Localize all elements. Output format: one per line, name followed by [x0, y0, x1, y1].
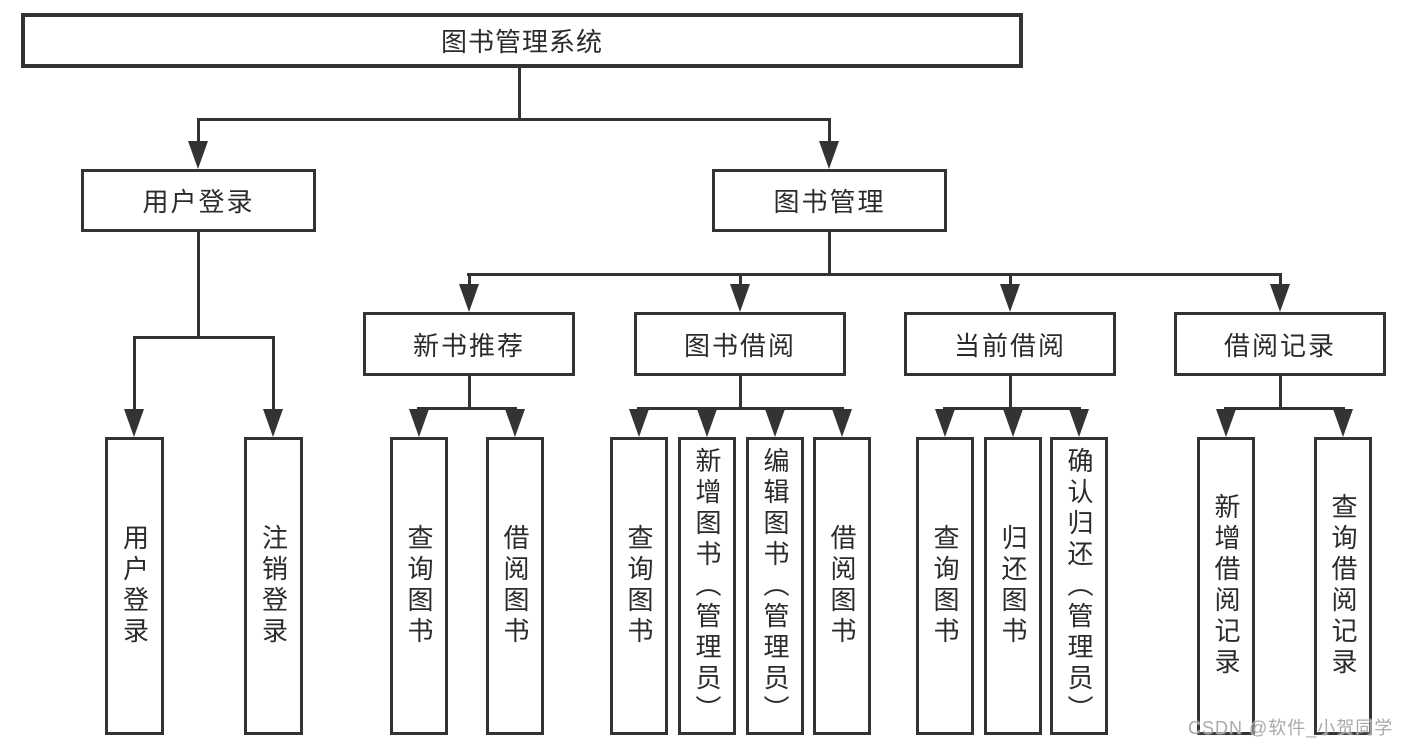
connector-line: [828, 230, 831, 276]
leaf-query-books-recommend: 查询图书: [390, 437, 448, 735]
arrow-down-icon: [1333, 409, 1353, 437]
leaf-label: 查询图书: [404, 524, 434, 648]
leaf-label: 借阅图书: [827, 524, 857, 648]
connector-line: [197, 118, 200, 146]
leaf-add-books-admin: 新增图书（管理员）: [678, 437, 736, 735]
connector-line: [417, 407, 517, 410]
node-root-library-management-system: 图书管理系统: [21, 13, 1023, 68]
node-book-management: 图书管理: [712, 169, 947, 232]
connector-line: [739, 374, 742, 410]
arrow-down-icon: [819, 141, 839, 169]
connector-line: [1279, 374, 1282, 410]
node-current-borrowing: 当前借阅: [904, 312, 1116, 376]
arrow-down-icon: [263, 409, 283, 437]
leaf-label: 编辑图书（管理员）: [760, 446, 790, 726]
connector-line: [468, 273, 471, 289]
arrow-down-icon: [1069, 409, 1089, 437]
connector-line: [467, 273, 1282, 276]
node-book-borrowing: 图书借阅: [634, 312, 846, 376]
arrow-down-icon: [1003, 409, 1023, 437]
connector-line: [637, 407, 844, 410]
connector-line: [739, 273, 742, 289]
leaf-label: 确认归还（管理员）: [1064, 446, 1094, 726]
leaf-label: 新增借阅记录: [1211, 493, 1241, 679]
leaf-label: 注销登录: [258, 524, 289, 648]
connector-line: [468, 374, 471, 410]
connector-line: [1009, 273, 1012, 289]
arrow-down-icon: [765, 409, 785, 437]
node-label: 图书管理系统: [440, 27, 603, 57]
node-user-login: 用户登录: [81, 169, 316, 232]
connector-line: [943, 407, 1081, 410]
node-label: 当前借阅: [953, 330, 1066, 361]
leaf-borrow-books-recommend: 借阅图书: [486, 437, 544, 735]
leaf-logout-login: 注销登录: [244, 437, 303, 735]
connector-line: [518, 66, 521, 121]
node-label: 图书管理: [773, 187, 886, 217]
leaf-query-books-current: 查询图书: [916, 437, 974, 735]
leaf-user-login: 用户登录: [105, 437, 164, 735]
node-label: 借阅记录: [1223, 330, 1336, 361]
leaf-label: 新增图书（管理员）: [692, 446, 722, 726]
connector-line: [1009, 374, 1012, 410]
arrow-down-icon: [1000, 284, 1020, 312]
connector-line: [133, 336, 275, 339]
connector-line: [1279, 273, 1282, 289]
connector-line: [828, 118, 831, 146]
connector-line: [197, 118, 831, 121]
leaf-label: 查询借阅记录: [1328, 493, 1358, 679]
arrow-down-icon: [1216, 409, 1236, 437]
leaf-label: 归还图书: [998, 524, 1028, 648]
leaf-return-books: 归还图书: [984, 437, 1042, 735]
node-new-book-recommendation: 新书推荐: [363, 312, 575, 376]
node-label: 用户登录: [142, 187, 255, 217]
arrow-down-icon: [409, 409, 429, 437]
leaf-query-books-borrowing: 查询图书: [610, 437, 668, 735]
arrow-down-icon: [629, 409, 649, 437]
arrow-down-icon: [730, 284, 750, 312]
arrow-down-icon: [1270, 284, 1290, 312]
node-borrowing-records: 借阅记录: [1174, 312, 1386, 376]
arrow-down-icon: [505, 409, 525, 437]
csdn-watermark: CSDN @软件_小贺同学: [1188, 718, 1394, 738]
connector-line: [133, 336, 136, 413]
leaf-label: 查询图书: [930, 524, 960, 648]
arrow-down-icon: [935, 409, 955, 437]
connector-line: [272, 336, 275, 413]
arrow-down-icon: [459, 284, 479, 312]
connector-line: [1224, 407, 1345, 410]
leaf-confirm-return-admin: 确认归还（管理员）: [1050, 437, 1108, 735]
node-label: 新书推荐: [412, 330, 525, 361]
leaf-query-borrow-record: 查询借阅记录: [1314, 437, 1372, 735]
arrow-down-icon: [188, 141, 208, 169]
leaf-edit-books-admin: 编辑图书（管理员）: [746, 437, 804, 735]
leaf-borrow-books-borrowing: 借阅图书: [813, 437, 871, 735]
leaf-add-borrow-record: 新增借阅记录: [1197, 437, 1255, 735]
arrow-down-icon: [697, 409, 717, 437]
leaf-label: 借阅图书: [500, 524, 530, 648]
leaf-label: 查询图书: [624, 524, 654, 648]
connector-line: [197, 230, 200, 339]
arrow-down-icon: [832, 409, 852, 437]
node-label: 图书借阅: [683, 330, 796, 361]
arrow-down-icon: [124, 409, 144, 437]
leaf-label: 用户登录: [119, 524, 150, 648]
